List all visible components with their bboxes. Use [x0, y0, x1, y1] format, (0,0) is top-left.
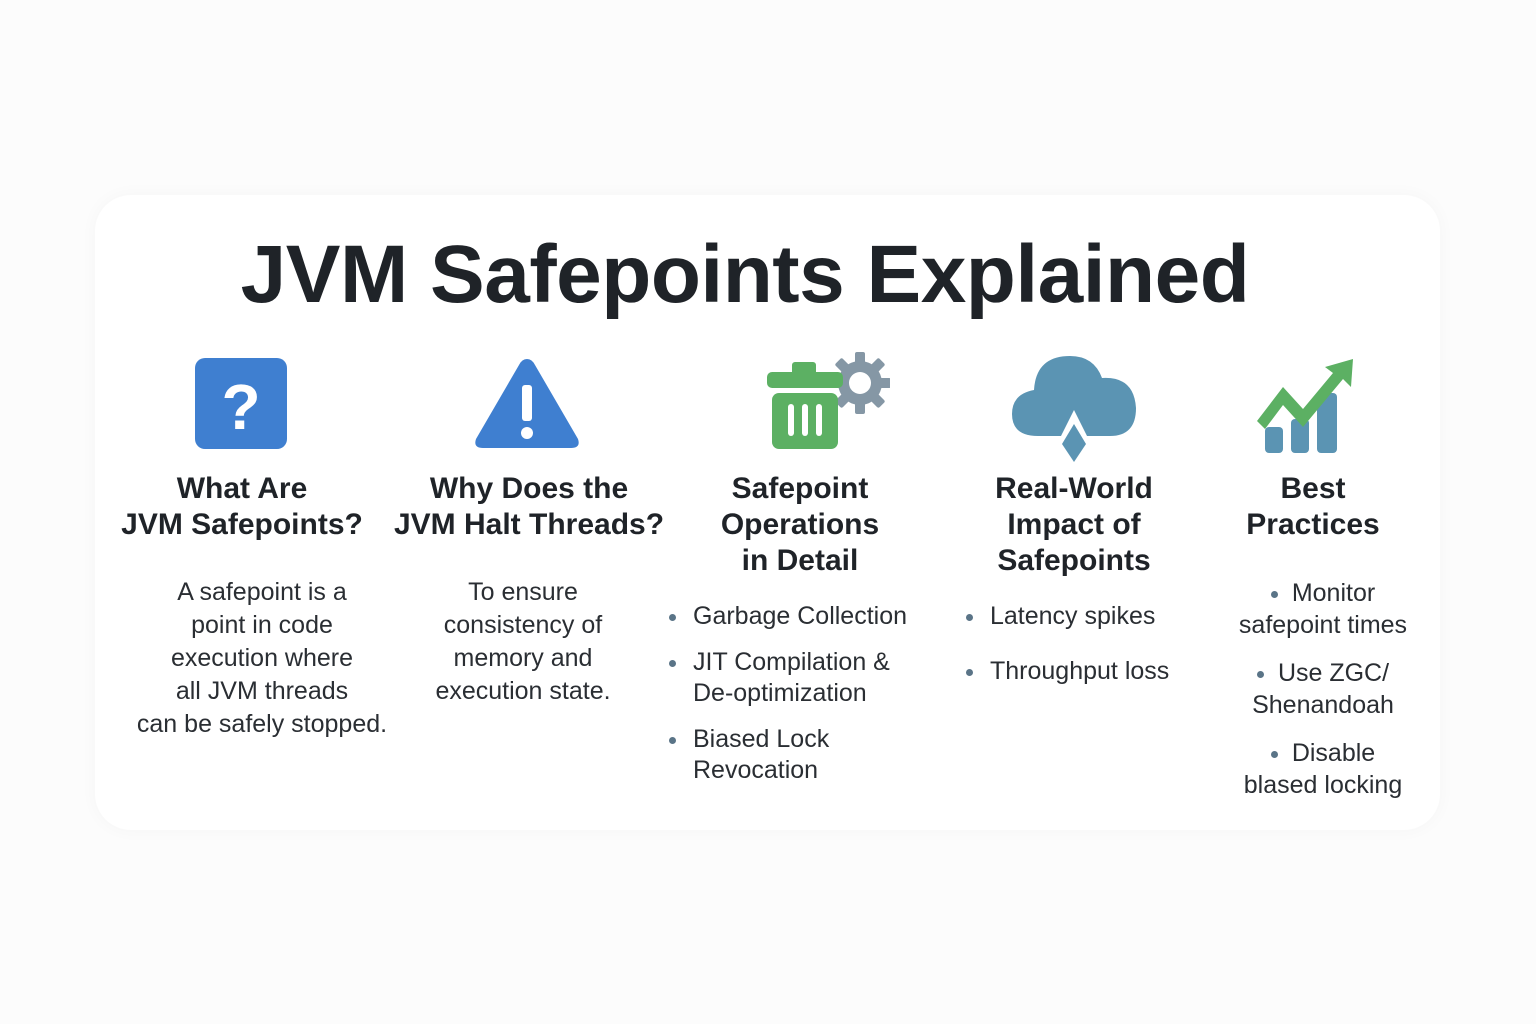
content-card — [95, 195, 1440, 830]
trash-gear-icon — [767, 352, 890, 449]
body-line: To ensure — [468, 578, 578, 606]
body-line: execution where — [170, 644, 354, 672]
growth-chart-icon — [1257, 359, 1353, 453]
question-icon: ? — [195, 358, 287, 449]
body-line: consistency of — [443, 611, 603, 639]
heading-line: Why Does the — [429, 472, 629, 505]
heading-operations: Safepoint Operations in Detail — [650, 471, 950, 579]
warning-icon — [475, 359, 579, 448]
cloud-download-icon — [1012, 356, 1136, 462]
heading-line: Safepoints — [997, 544, 1151, 577]
heading-line: JVM Halt Threads? — [393, 508, 665, 541]
heading-line: Real-World — [995, 472, 1153, 505]
list-item: Use ZGC/Shenandoah — [1252, 659, 1394, 719]
heading-why-halt: Why Does the JVM Halt Threads? — [379, 471, 679, 543]
heading-line: JVM Safepoints? — [121, 508, 363, 541]
heading-line: Best — [1280, 472, 1346, 505]
body-line: can be safely stopped. — [136, 710, 388, 738]
heading-line: What Are — [176, 472, 308, 505]
list-item: Garbage Collection — [669, 601, 949, 632]
heading-line: in Detail — [741, 544, 859, 577]
heading-line: Practices — [1246, 508, 1380, 541]
svg-text:?: ? — [221, 371, 260, 443]
list-item: JIT Compilation &De-optimization — [669, 647, 949, 709]
body-line: point in code — [191, 611, 333, 639]
body-line: execution state. — [435, 677, 611, 705]
description-what-are: A safepoint is a point in code execution… — [112, 576, 412, 741]
body-line: memory and — [453, 644, 593, 672]
heading-line: Impact of — [1007, 508, 1141, 541]
list-item: Latency spikes — [966, 601, 1226, 632]
body-line: A safepoint is a — [177, 578, 347, 606]
heading-line: Safepoint — [731, 472, 869, 505]
page-title: JVM Safepoints Explained — [240, 229, 1250, 320]
operations-list: Garbage Collection JIT Compilation &De-o… — [669, 601, 949, 801]
list-item: Throughput loss — [966, 656, 1226, 687]
impact-list: Latency spikes Throughput loss — [966, 601, 1226, 702]
heading-line: Operations — [720, 508, 880, 541]
heading-real-world-impact: Real-World Impact of Safepoints — [924, 471, 1224, 579]
body-line: all JVM threads — [175, 677, 349, 705]
heading-best-practices: Best Practices — [1163, 471, 1463, 543]
description-why-halt: To ensure consistency of memory and exec… — [373, 576, 673, 708]
heading-what-are-safepoints: What Are JVM Safepoints? — [92, 471, 392, 543]
